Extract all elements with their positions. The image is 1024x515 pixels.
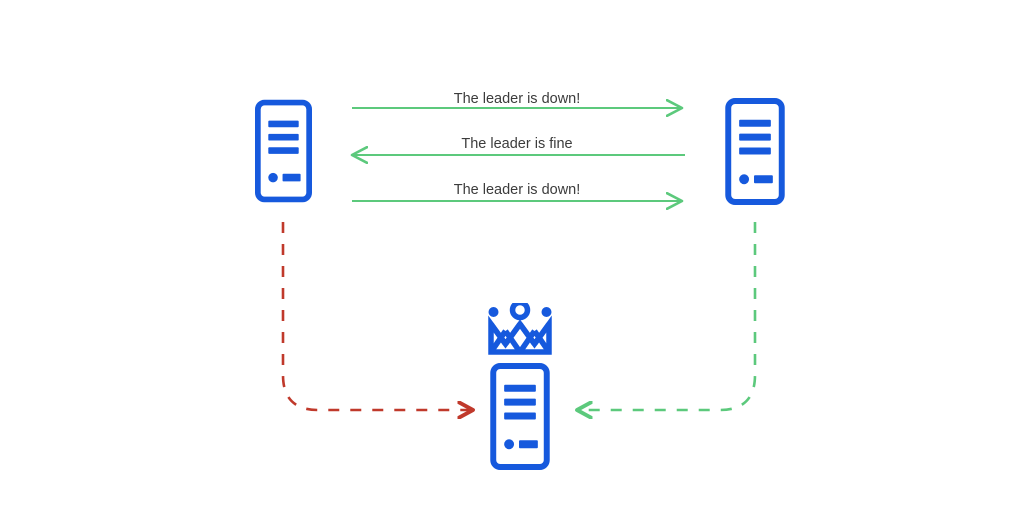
server-icon [258, 103, 309, 200]
vote-path-fine [577, 222, 757, 410]
server-node-left[interactable] [258, 103, 309, 200]
vote-path-down [281, 222, 473, 410]
server-icon [728, 101, 782, 202]
server-icon [493, 366, 547, 467]
server-node-leader[interactable] [489, 303, 552, 468]
message-label-1: The leader is down! [454, 91, 581, 107]
crown-icon [489, 303, 552, 353]
message-label-2: The leader is fine [461, 136, 572, 152]
server-node-right[interactable] [728, 101, 782, 202]
message-label-3: The leader is down! [454, 182, 581, 198]
